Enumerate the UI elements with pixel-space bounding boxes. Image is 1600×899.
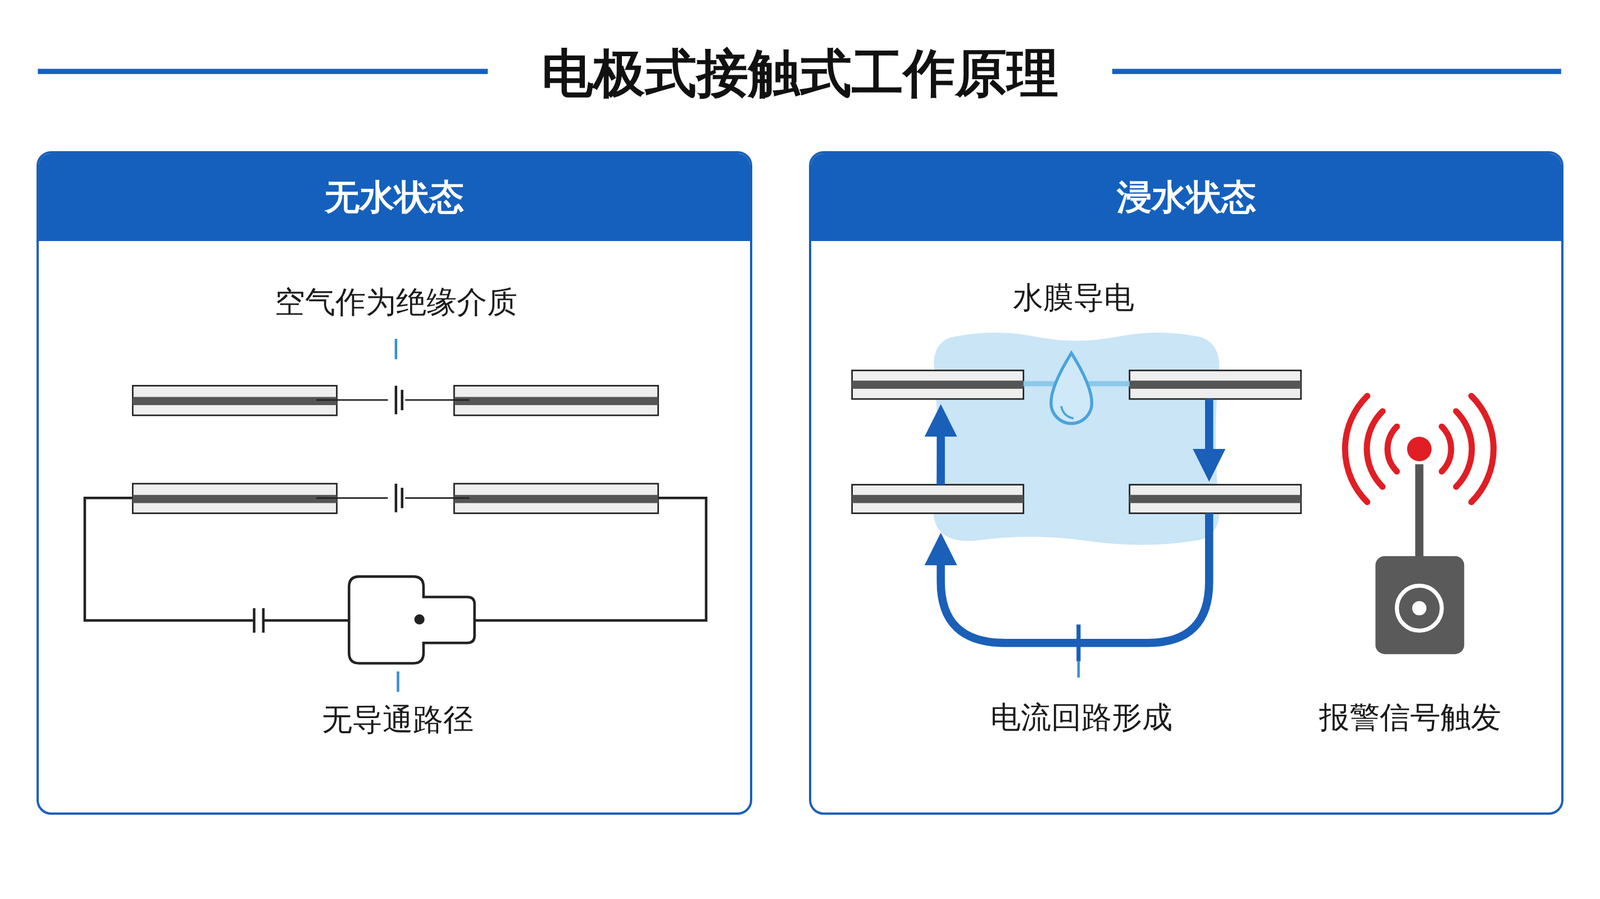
- dry-electrodes: [132, 338, 658, 514]
- panel-heading: 浸水状态: [811, 153, 1562, 242]
- title-rule: [1112, 69, 1562, 75]
- dry-circuit: [84, 497, 707, 692]
- callout-label: 电流回路形成: [990, 696, 1173, 738]
- callout-label: 水膜导电: [1012, 277, 1135, 319]
- callout-label: 报警信号触发: [1319, 696, 1502, 738]
- callout-label: 空气作为绝缘介质: [274, 281, 518, 323]
- title: 电极式接触式工作原理: [541, 38, 1059, 109]
- callout-label: 无导通路径: [321, 698, 474, 740]
- current-loop: [941, 398, 1210, 678]
- title-rule: [37, 69, 488, 75]
- wet-electrodes: [852, 352, 1302, 513]
- alarm-device: [1344, 396, 1494, 654]
- panel-heading: 无水状态: [38, 153, 750, 242]
